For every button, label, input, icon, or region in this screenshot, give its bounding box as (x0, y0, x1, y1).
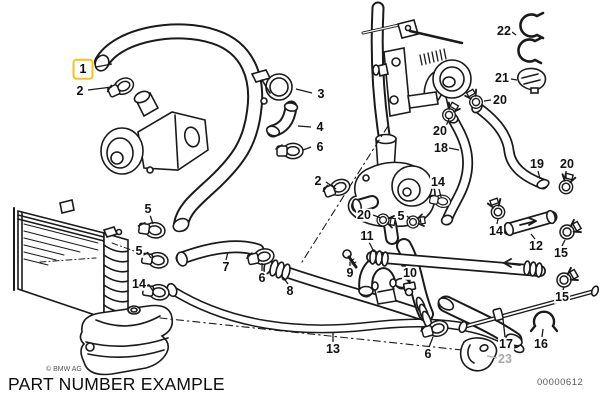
callout-5[interactable]: 5 (134, 243, 144, 258)
callout-11[interactable]: 11 (359, 228, 375, 243)
c-clamps-22-drawing (517, 11, 545, 65)
callout-19[interactable]: 19 (529, 156, 545, 171)
callout-14[interactable]: 14 (131, 276, 147, 291)
callout-12[interactable]: 12 (528, 238, 544, 253)
callout-3[interactable]: 3 (316, 86, 326, 101)
upper-radiator-hose-drawing (94, 23, 264, 233)
dipstick-rod-17-drawing (458, 285, 600, 334)
callout-2[interactable]: 2 (313, 173, 323, 188)
hose-12-drawing (502, 209, 558, 237)
radiator-drawing (13, 199, 149, 327)
callout-5[interactable]: 5 (143, 201, 153, 216)
document-number: 00000612 (537, 377, 584, 388)
callout-9[interactable]: 9 (345, 265, 355, 280)
pipe-8-drawing (263, 257, 426, 320)
bolt-9-drawing (342, 249, 358, 269)
callout-6[interactable]: 6 (423, 346, 433, 361)
construction-line (301, 125, 389, 263)
callout-17[interactable]: 17 (498, 336, 514, 351)
callout-15[interactable]: 15 (553, 245, 569, 260)
callout-15[interactable]: 15 (554, 289, 570, 304)
callout-5[interactable]: 5 (396, 208, 406, 223)
expansion-tank-drawing (79, 304, 463, 376)
callout-6[interactable]: 6 (315, 139, 325, 154)
callout-20[interactable]: 20 (432, 123, 448, 138)
callout-2[interactable]: 2 (75, 83, 85, 98)
page-title: PART NUMBER EXAMPLE (8, 374, 225, 394)
throttle-body-drawing (361, 19, 472, 117)
callout-22[interactable]: 22 (496, 23, 512, 38)
elbow-4-drawing (265, 100, 299, 138)
callout-20[interactable]: 20 (492, 92, 508, 107)
callout-13[interactable]: 13 (325, 341, 341, 356)
callout-14[interactable]: 14 (488, 223, 504, 238)
hose-7-drawing (175, 240, 265, 267)
heater-pipe-11-drawing (366, 249, 546, 305)
callout-20[interactable]: 20 (559, 156, 575, 171)
callout-23[interactable]: 23 (497, 351, 513, 366)
callout-8[interactable]: 8 (285, 283, 295, 298)
callout-18[interactable]: 18 (433, 140, 449, 155)
flow-arrow-right-icon (519, 217, 537, 226)
clamp-3-drawing (250, 69, 293, 105)
callout-16[interactable]: 16 (533, 336, 549, 351)
callout-7[interactable]: 7 (221, 259, 231, 274)
callout-20[interactable]: 20 (356, 207, 372, 222)
wide-hose-drawing (396, 238, 434, 330)
clip-21-drawing (517, 67, 547, 94)
water-pump-drawing (100, 90, 209, 175)
callout-1[interactable]: 1 (72, 58, 94, 80)
callout-6[interactable]: 6 (257, 270, 267, 285)
clip-16-drawing (529, 310, 559, 333)
callout-10[interactable]: 10 (402, 265, 418, 280)
fitting-10-drawing (402, 281, 417, 297)
copyright-text: © BMW AG (46, 366, 82, 373)
callout-14[interactable]: 14 (430, 174, 446, 189)
callout-21[interactable]: 21 (494, 70, 510, 85)
flow-arrow-left-icon (503, 258, 521, 268)
callout-4[interactable]: 4 (315, 119, 325, 134)
